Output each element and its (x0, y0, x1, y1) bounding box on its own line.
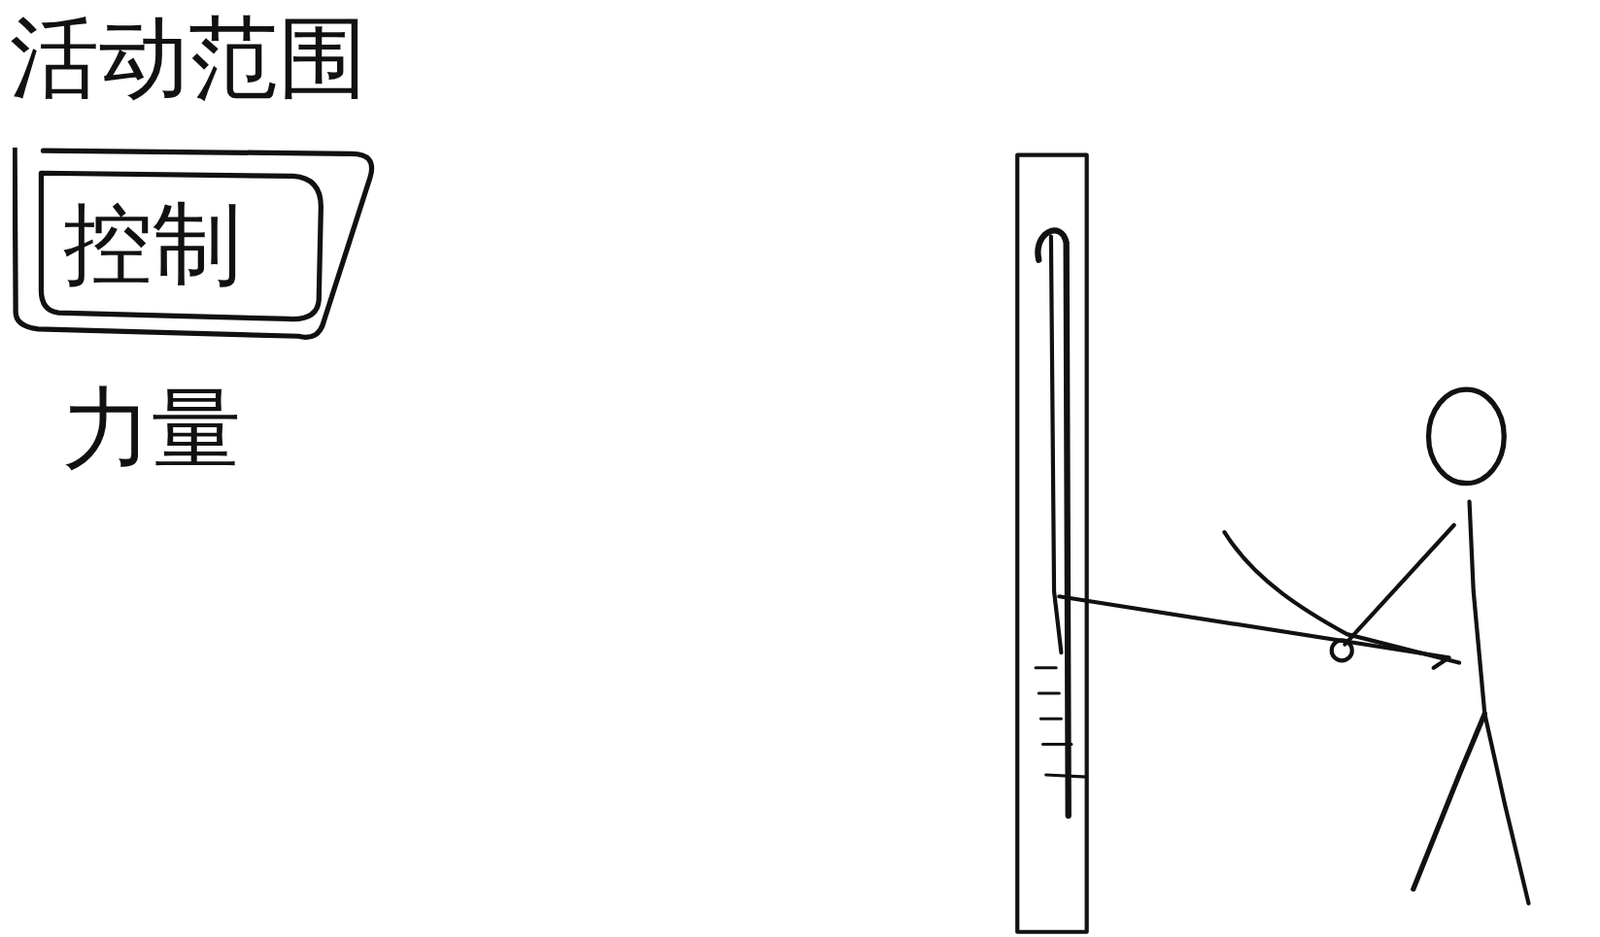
head (1429, 389, 1505, 484)
box-text: 控制 (63, 200, 242, 290)
hand (1331, 640, 1353, 661)
rope-strand (1051, 237, 1062, 653)
body (1469, 502, 1486, 715)
scale-ticks (1035, 668, 1088, 778)
hand-drawn-box: 控制 (12, 147, 375, 352)
arm (1344, 525, 1454, 646)
rope (1037, 230, 1068, 817)
label-text: 力量 (62, 384, 241, 475)
door-frame (1017, 155, 1087, 933)
inner-outline (40, 172, 321, 319)
leg (1484, 714, 1529, 904)
leg (1413, 714, 1486, 890)
label-text: 活动范围 (9, 13, 368, 103)
outer-outline (14, 147, 373, 338)
arm (1224, 532, 1460, 663)
stick (1058, 596, 1449, 669)
